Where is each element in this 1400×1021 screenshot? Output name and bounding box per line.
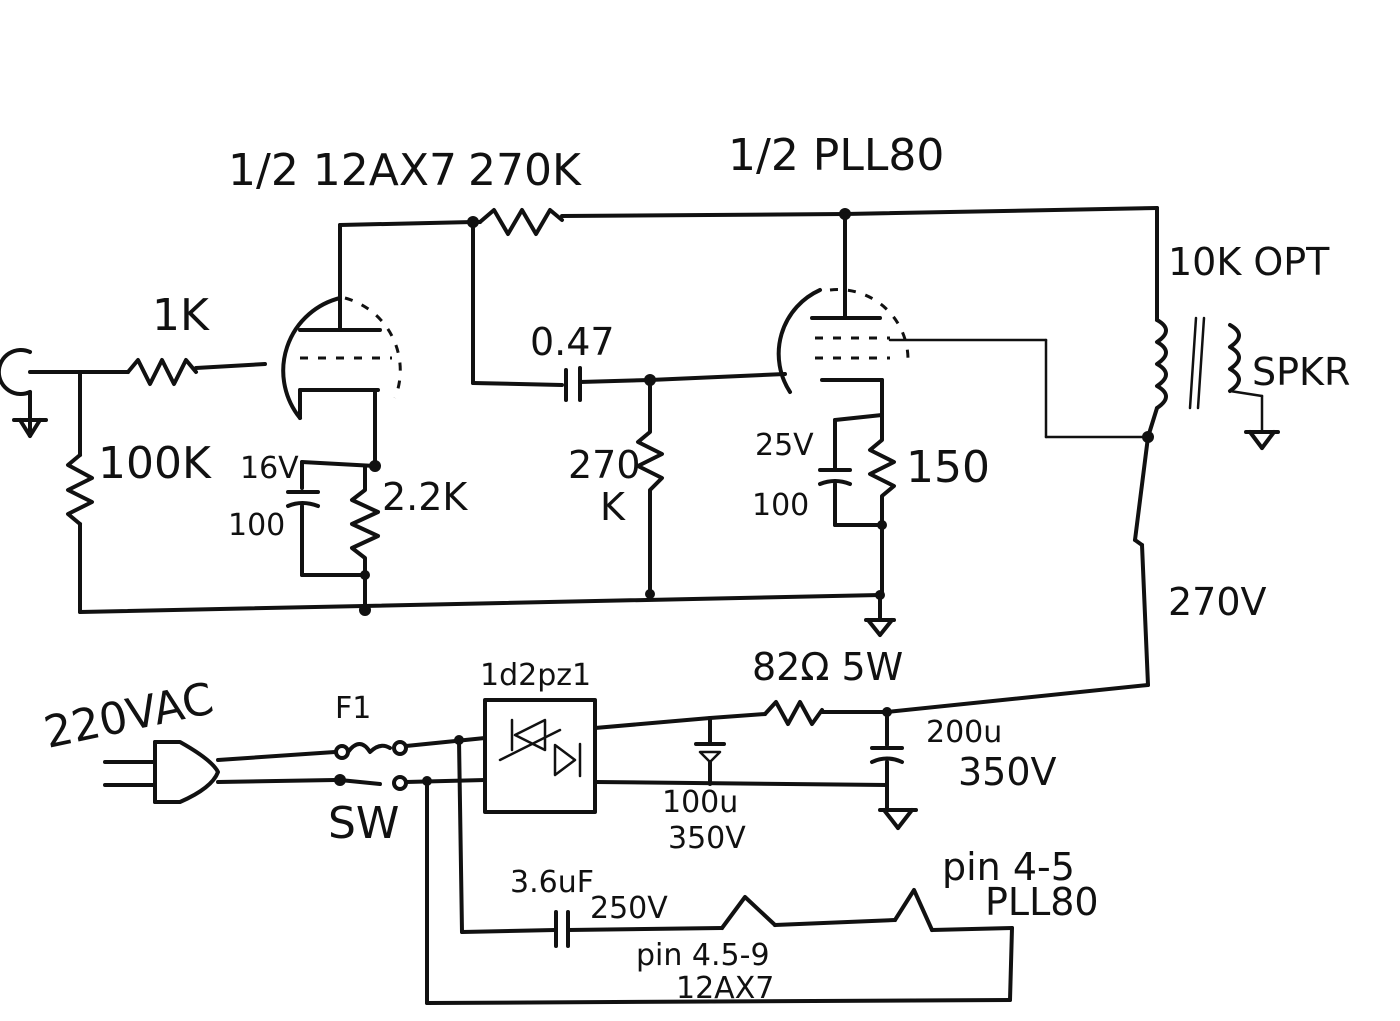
fuse-icon xyxy=(334,740,408,760)
plug-icon xyxy=(103,740,220,804)
capacitor-200u-icon xyxy=(870,746,904,764)
switch-icon xyxy=(334,774,408,791)
ground-spkr-icon xyxy=(1244,430,1280,450)
label-r-cathode1: 2.2K xyxy=(382,475,468,519)
label-r-cathode2: 150 xyxy=(906,442,990,493)
resistor-150-icon xyxy=(868,413,896,597)
label-cap2-uf: 100 xyxy=(752,488,809,523)
label-heater-12ax7-a: pin 4.5-9 xyxy=(636,938,770,973)
label-r-filter: 82Ω 5W xyxy=(752,645,903,689)
label-cap1-uf: 100 xyxy=(228,508,285,543)
label-b-plus: 270V xyxy=(1168,580,1267,624)
label-fuse: F1 xyxy=(335,691,371,726)
input-ground-icon xyxy=(12,418,48,438)
capacitor-coupling-icon xyxy=(564,366,582,402)
label-heater-pll80-a: pin 4-5 xyxy=(942,845,1075,889)
label-bridge: 1d2pz1 xyxy=(480,658,591,693)
triode-icon xyxy=(281,296,402,420)
capacitor-100u-icon xyxy=(694,742,726,764)
label-r-grid2: 270 xyxy=(568,443,641,487)
resistor-82ohm-icon xyxy=(763,700,824,726)
capacitor-heater-icon xyxy=(554,910,570,948)
bridge-rectifier-icon xyxy=(483,698,597,814)
heater-12ax7-icon xyxy=(720,895,777,930)
label-switch: SW xyxy=(328,798,399,849)
resistor-1k-icon xyxy=(126,358,198,386)
label-r-in: 1K xyxy=(152,290,210,341)
label-cap3-uf: 200u xyxy=(926,715,1002,750)
label-opt: 10K OPT xyxy=(1168,240,1330,284)
label-r-grid2-unit: K xyxy=(600,485,626,529)
transformer-icon xyxy=(1155,318,1168,410)
label-heater-cap-v: 250V xyxy=(590,891,668,926)
label-r-plate1: 270K xyxy=(468,145,582,196)
ground-psu-icon xyxy=(878,808,918,830)
heater-pll80-icon xyxy=(893,888,934,932)
label-cap4-uf: 100u xyxy=(662,785,738,820)
resistor-100k-icon xyxy=(66,453,94,526)
label-tube2: 1/2 PLL80 xyxy=(728,130,944,181)
ground-tube2-icon xyxy=(864,593,896,637)
resistor-2k2-icon xyxy=(350,464,380,614)
label-heater-pll80-b: PLL80 xyxy=(985,880,1099,924)
label-cap4-v: 350V xyxy=(668,821,746,856)
label-mains: 220VAC xyxy=(40,673,218,759)
resistor-270k-plate-icon xyxy=(478,208,564,236)
label-heater-cap: 3.6uF xyxy=(510,865,594,900)
label-heater-12ax7-b: 12AX7 xyxy=(676,971,774,1006)
ground-bus xyxy=(78,593,882,614)
label-tube1: 1/2 12AX7 xyxy=(228,145,457,196)
label-spkr: SPKR xyxy=(1252,350,1350,394)
label-cap3-v: 350V xyxy=(958,750,1057,794)
label-coupling-cap: 0.47 xyxy=(530,320,615,364)
resistor-270k-grid-icon xyxy=(636,378,664,596)
label-cap2-v: 25V xyxy=(755,428,814,463)
label-cap1-v: 16V xyxy=(240,451,299,486)
label-r-grid: 100K xyxy=(98,438,212,489)
input-jack-icon xyxy=(0,348,82,432)
